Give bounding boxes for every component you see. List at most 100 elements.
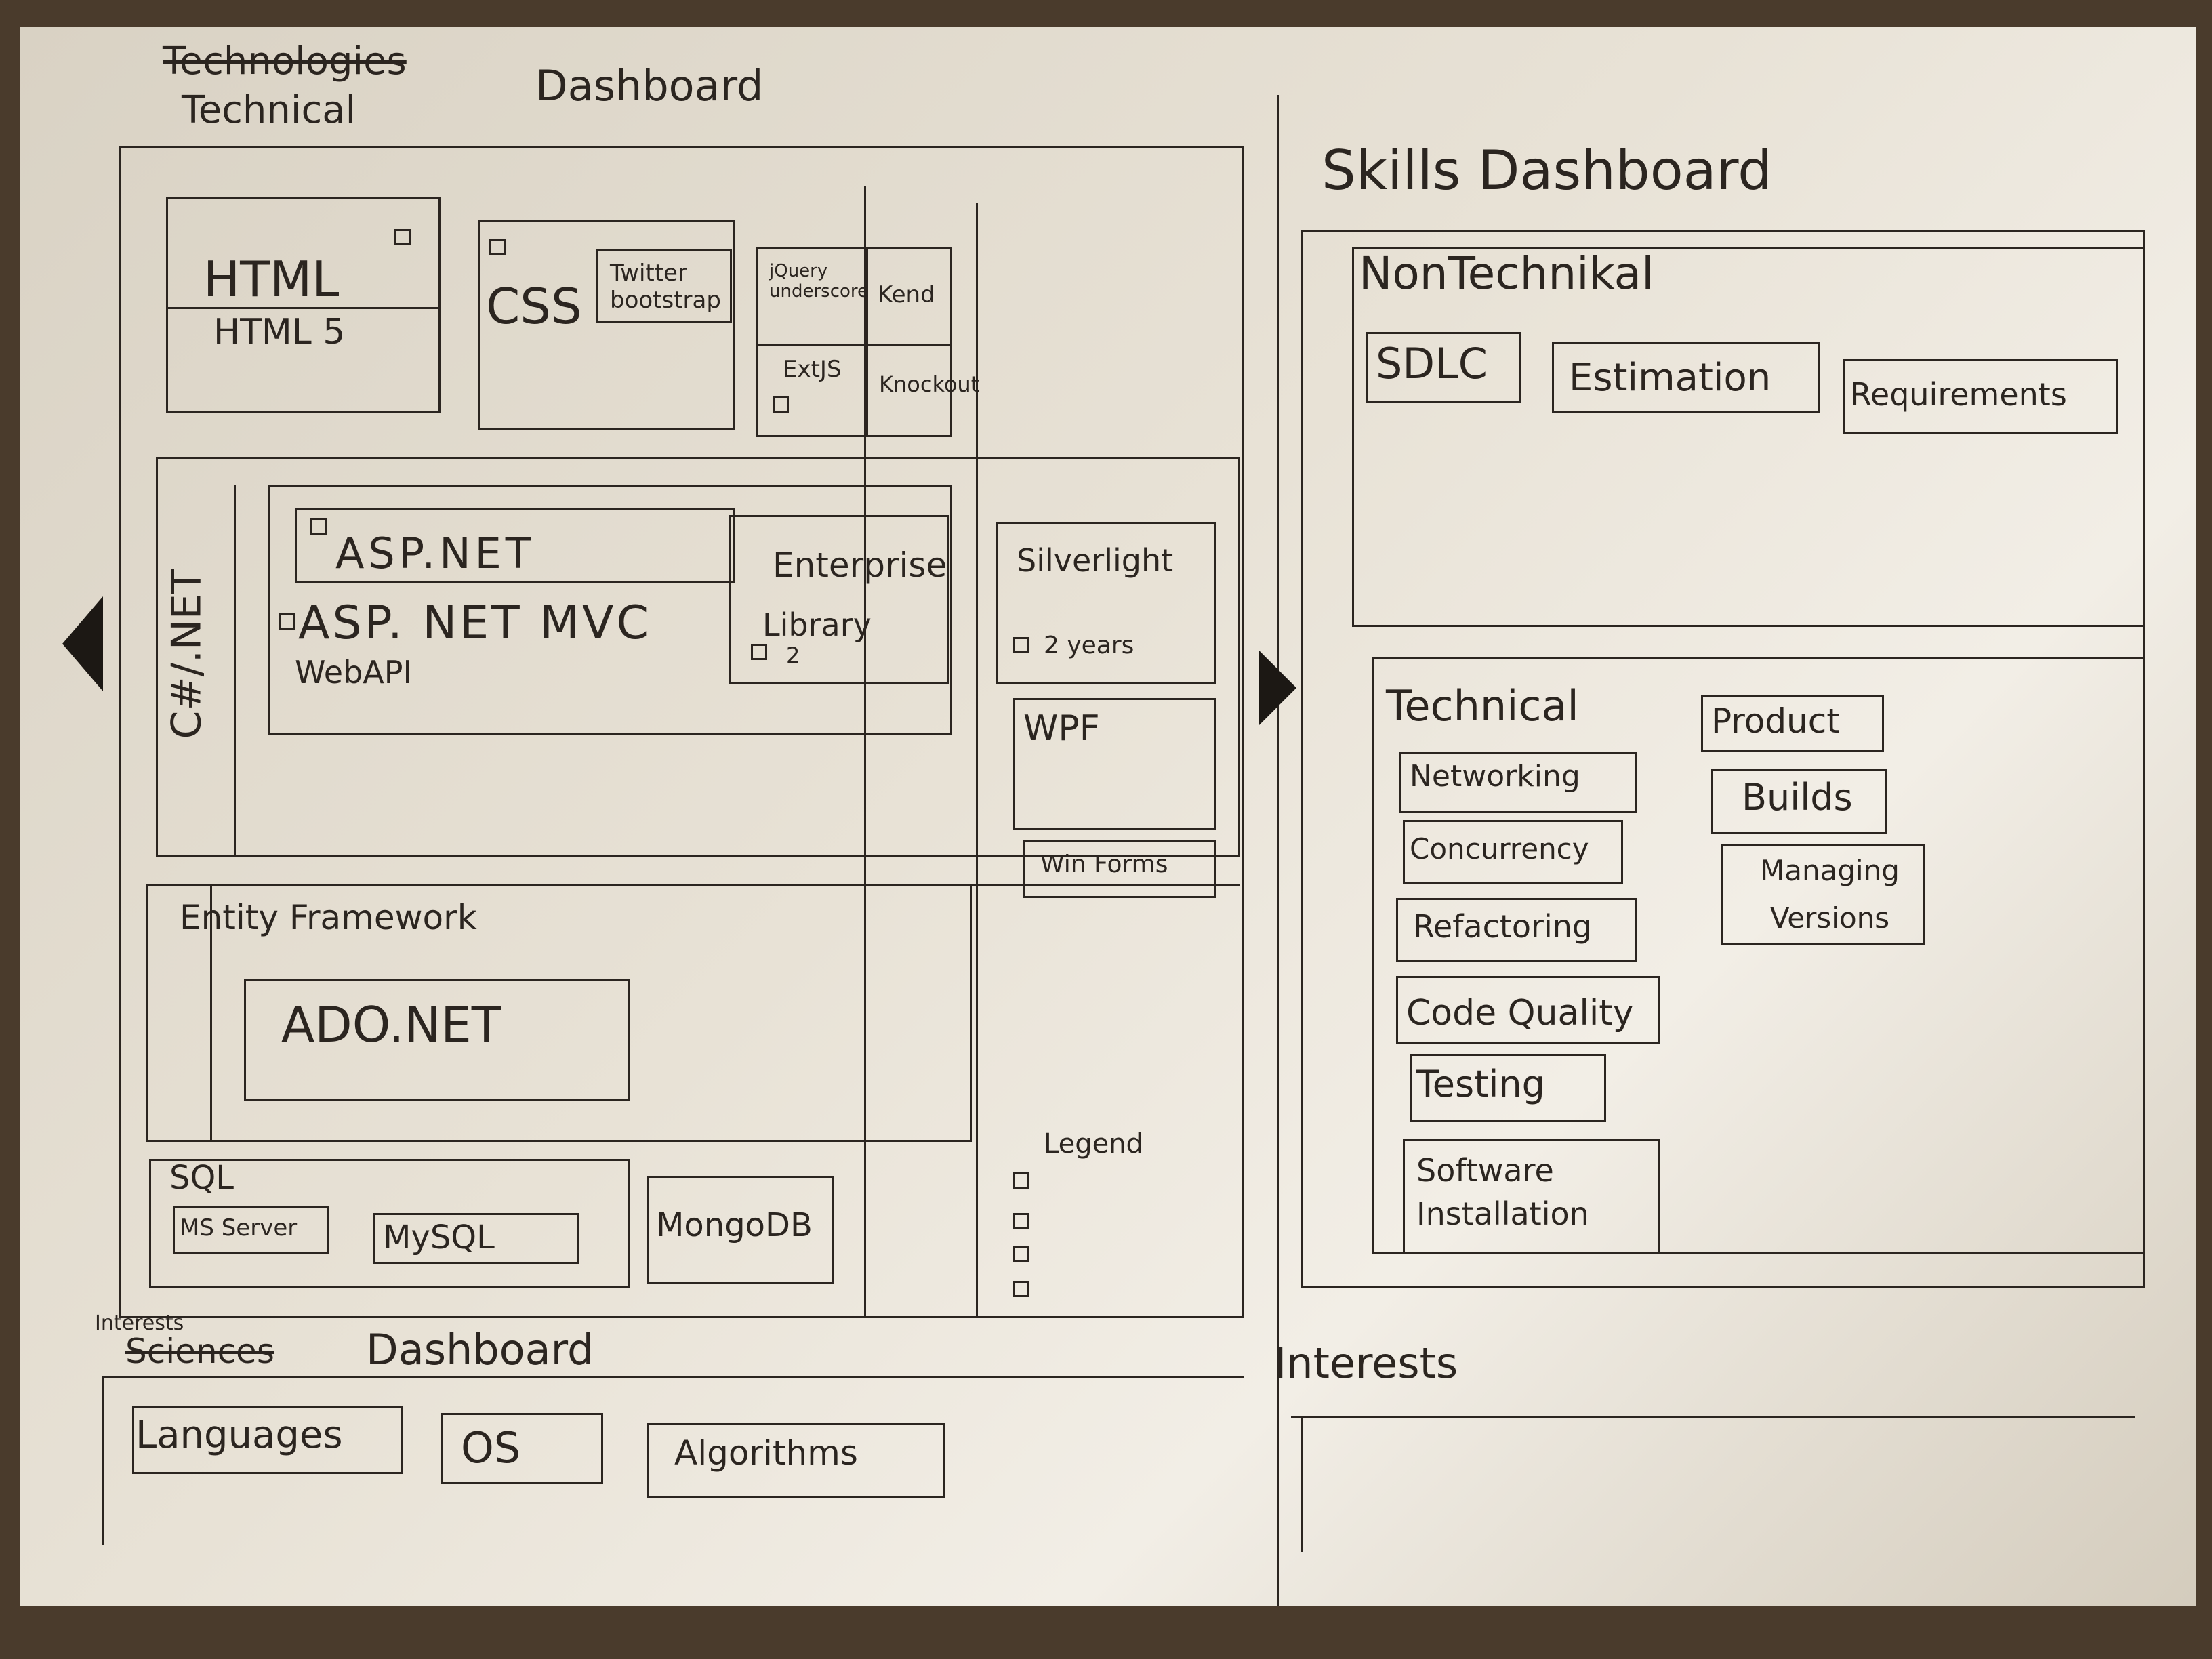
aspnet-mvc-label: ASP. NET MVC: [298, 596, 651, 650]
software-installation-label: Software Installation: [1416, 1152, 1589, 1232]
aspnet-mvc-checkbox[interactable]: [279, 613, 295, 630]
enterprise-label: Enterprise: [773, 546, 947, 585]
software-installation-card[interactable]: [1403, 1139, 1660, 1254]
os-card[interactable]: [441, 1413, 603, 1484]
library-label: Library: [762, 607, 872, 643]
extjs-label: ExtJS: [783, 356, 842, 383]
html-checkbox[interactable]: [394, 229, 411, 245]
languages-label: Languages: [136, 1413, 343, 1457]
ms-server-card[interactable]: [173, 1206, 329, 1254]
entity-framework-group: [146, 884, 972, 1142]
sciences-struck: Sciences: [125, 1332, 274, 1371]
twitter-bootstrap-box: [596, 249, 732, 323]
managing-versions-card[interactable]: [1721, 844, 1925, 945]
mysql-card[interactable]: [373, 1213, 579, 1264]
sdlc-card[interactable]: [1366, 332, 1521, 403]
technical-dashboard-title: Dashboard: [535, 61, 764, 110]
non-technical-label: NonTechnikal: [1359, 247, 1654, 300]
sdlc-label: SDLC: [1376, 339, 1488, 388]
title-struck: Technologies: [163, 39, 407, 83]
aspnet-item[interactable]: [295, 508, 735, 583]
estimation-card[interactable]: [1552, 342, 1820, 413]
js-card[interactable]: [756, 247, 952, 437]
testing-card[interactable]: [1410, 1054, 1606, 1122]
languages-card[interactable]: [132, 1406, 403, 1474]
page-divider: [1277, 95, 1279, 1606]
sql-label: SQL: [169, 1159, 234, 1197]
title-technical: Technical: [182, 88, 356, 132]
technical-dashboard-frame: [119, 146, 1244, 1318]
requirements-label: Requirements: [1850, 376, 2067, 413]
testing-label: Testing: [1416, 1063, 1545, 1105]
wpf-card[interactable]: [1013, 698, 1216, 830]
product-card[interactable]: [1701, 695, 1884, 752]
entity-framework-label: Entity Framework: [180, 898, 477, 937]
builds-card[interactable]: [1711, 769, 1887, 834]
algorithms-label: Algorithms: [674, 1433, 858, 1473]
os-label: OS: [461, 1423, 521, 1473]
next-arrow-icon[interactable]: [1259, 651, 1296, 725]
networking-label: Networking: [1410, 759, 1580, 794]
html5-label: HTML 5: [213, 312, 346, 352]
legend-checkbox-4: [1013, 1281, 1029, 1297]
networking-card[interactable]: [1399, 752, 1637, 813]
technical-label: Technical: [1386, 681, 1579, 731]
css-checkbox[interactable]: [489, 239, 506, 255]
twitter-bootstrap-label: Twitter bootstrap: [610, 260, 721, 314]
html-card[interactable]: [166, 197, 441, 413]
mongodb-label: MongoDB: [656, 1206, 813, 1244]
ms-server-label: MS Server: [180, 1214, 298, 1242]
interests-left-line: [1301, 1416, 1303, 1552]
concurrency-label: Concurrency: [1410, 832, 1589, 865]
enterprise-checkbox[interactable]: [751, 644, 767, 660]
prev-arrow-icon[interactable]: [62, 596, 103, 691]
requirements-card[interactable]: [1843, 359, 2118, 434]
interests-dashboard-frame: [102, 1376, 1244, 1545]
refactoring-label: Refactoring: [1413, 908, 1593, 945]
column-divider-2: [976, 203, 978, 1318]
css-label: CSS: [486, 278, 582, 335]
interests-small-title: Interests: [95, 1311, 184, 1335]
knockout-label: Knockout: [879, 371, 980, 397]
mysql-label: MySQL: [383, 1218, 495, 1256]
css-card[interactable]: [478, 220, 735, 430]
dotnet-label-divider: [234, 485, 236, 857]
ado-net-card[interactable]: [244, 979, 630, 1101]
sql-group: [149, 1159, 630, 1288]
silverlight-card[interactable]: [996, 522, 1216, 684]
code-quality-label: Code Quality: [1406, 993, 1634, 1033]
kend-label: Kend: [878, 281, 935, 308]
managing-versions-label: Managing Versions: [1760, 854, 1900, 935]
winforms-label: Win Forms: [1040, 851, 1168, 878]
estimation-label: Estimation: [1569, 356, 1771, 400]
html-label: HTML: [203, 251, 340, 308]
non-technical-group: [1352, 247, 2145, 627]
enterprise-library-box[interactable]: [729, 515, 949, 684]
dotnet-group: [156, 457, 1240, 857]
silverlight-years: 2 years: [1044, 632, 1134, 659]
paper-sheet: [20, 27, 2196, 1606]
interests-underline: [1291, 1416, 2135, 1418]
winforms-card[interactable]: [1023, 840, 1216, 898]
js-checkbox[interactable]: [773, 396, 789, 413]
aspnet-group: [268, 485, 952, 735]
refactoring-card[interactable]: [1396, 898, 1637, 962]
legend-checkbox-2: [1013, 1213, 1029, 1229]
skills-dashboard-title: Skills Dashboard: [1322, 139, 1772, 202]
mongodb-card[interactable]: [647, 1176, 834, 1284]
column-divider-1: [864, 186, 866, 1318]
aspnet-checkbox[interactable]: [310, 518, 327, 535]
ado-net-label: ADO.NET: [281, 996, 501, 1053]
enterprise-count: 2: [786, 642, 800, 668]
dotnet-vertical-label: C#/.NET: [163, 569, 211, 739]
algorithms-card[interactable]: [647, 1423, 945, 1498]
concurrency-card[interactable]: [1403, 820, 1623, 884]
webapi-label: WebAPI: [295, 654, 413, 691]
code-quality-card[interactable]: [1396, 976, 1660, 1044]
legend-label: Legend: [1044, 1128, 1143, 1160]
legend-checkbox-1: [1013, 1172, 1029, 1189]
legend-checkbox-3: [1013, 1246, 1029, 1262]
builds-label: Builds: [1742, 776, 1853, 819]
jquery-underscore-label: jQuery underscore: [769, 261, 869, 302]
silverlight-checkbox[interactable]: [1013, 637, 1029, 653]
